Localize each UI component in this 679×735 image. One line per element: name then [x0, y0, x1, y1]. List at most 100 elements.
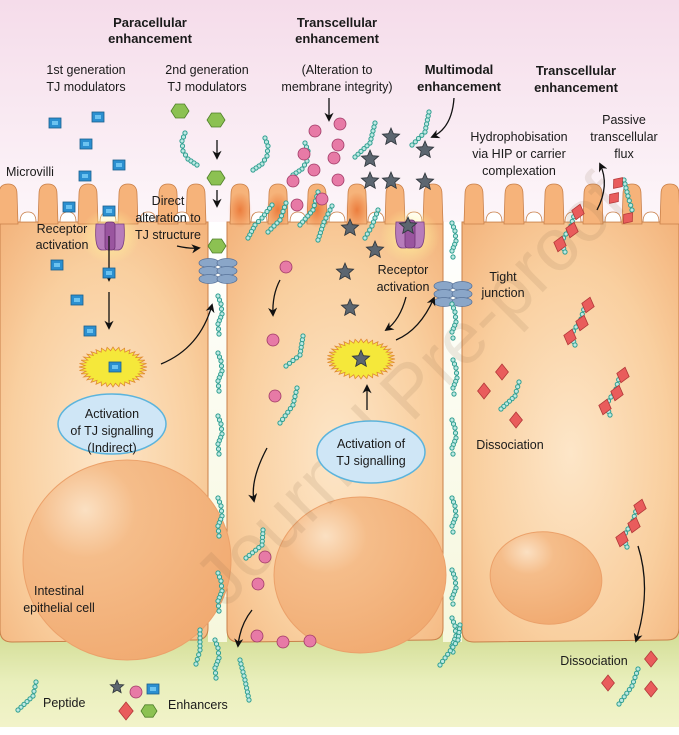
peptide-bead [243, 555, 249, 561]
peptide-bead [259, 215, 265, 221]
microvillus-groove [485, 211, 503, 223]
microvillus [0, 183, 19, 225]
peptide-bead [607, 412, 613, 418]
peptide-bead [447, 648, 453, 654]
peptide-bead [193, 661, 199, 667]
header-transcellular-2: Transcellular enhancement [534, 63, 618, 95]
enhancer-square-highlight [95, 115, 101, 119]
peptide [215, 570, 225, 614]
peptide-bead [621, 694, 627, 700]
peptide-bead [415, 135, 422, 142]
peptide-bead [245, 235, 251, 241]
peptide-bead [291, 398, 297, 404]
peptide-bead [271, 223, 277, 229]
header-text: enhancement [295, 31, 379, 46]
enhancer-square-highlight [106, 271, 112, 275]
legend-peptide-label: Peptide [43, 696, 85, 710]
peptide-bead [269, 202, 275, 208]
peptide-bead [27, 696, 33, 702]
peptide-bead [290, 402, 296, 408]
enhancer-star [340, 297, 360, 317]
peptide-bead [196, 652, 202, 658]
peptide-bead [452, 508, 459, 514]
enhancer-circle [279, 260, 293, 274]
peptide [15, 679, 39, 713]
peptide-bead [277, 217, 283, 223]
label-text: TJ structure [135, 228, 201, 242]
peptide-bead [361, 146, 367, 152]
peptide-bead [218, 508, 225, 514]
peptide-bead [325, 211, 331, 217]
arrow [176, 244, 201, 254]
label-intestinal-cell: Intestinal epithelial cell [23, 584, 95, 615]
peptide-bead [452, 425, 458, 431]
peptide-bead [629, 207, 635, 213]
arrow [234, 609, 253, 648]
nucleus-cell-2 [273, 496, 447, 654]
peptide-bead [274, 220, 280, 226]
peptide-bead [498, 406, 504, 412]
header-text: Transcellular [536, 63, 616, 78]
enhancer-diamond [477, 382, 491, 400]
header-paracellular: Paracellular enhancement [108, 15, 192, 46]
peptide [283, 333, 306, 369]
enhancer-circle [290, 198, 304, 212]
enhancer-circle [258, 550, 272, 564]
peptide [277, 385, 300, 426]
peptide [449, 495, 459, 535]
peptide-bead [412, 139, 418, 145]
peptide-bead [246, 552, 252, 559]
enhancer-circle [297, 147, 311, 161]
peptide-bead [285, 409, 291, 415]
enhancer-diamond [553, 235, 567, 253]
enhancer-star [109, 678, 125, 694]
peptide-bead [31, 688, 37, 694]
enhancer-diamond [598, 398, 612, 416]
enhancer-square-highlight [66, 205, 72, 209]
peptide-bead [218, 503, 224, 509]
peptide [245, 202, 275, 241]
label-text: Hydrophobisation [470, 130, 567, 144]
enhancer-star [351, 348, 371, 368]
enhancer-star [381, 170, 401, 190]
peptide-bead [218, 426, 225, 432]
peptide-bead [450, 529, 456, 535]
enhancer-diamond [616, 366, 630, 384]
header-text: enhancement [534, 80, 618, 95]
peptide [362, 207, 381, 241]
enhancer-circle [129, 685, 143, 699]
peptide-bead [449, 248, 455, 254]
enhancer-star [415, 139, 435, 159]
peptide-bead [24, 699, 30, 705]
peptide-bead [449, 445, 455, 451]
peptide-bead [352, 154, 358, 160]
peptide-bead [268, 226, 274, 232]
peptide [212, 637, 222, 681]
peptide-bead [452, 580, 459, 586]
peptide-bead [451, 391, 457, 397]
peptide-bead [364, 143, 370, 149]
peptide [409, 109, 432, 148]
peptide-bead [286, 360, 293, 366]
label-direct-alteration: Direct alteration to TJ structure [135, 194, 201, 242]
enhancer-square-highlight [150, 687, 156, 691]
peptide [352, 120, 378, 160]
enhancer-star [335, 261, 355, 281]
enhancer-circle [268, 389, 282, 403]
arrow [384, 296, 407, 332]
peptide-bead [453, 365, 459, 371]
peptide-bead [562, 249, 568, 255]
peptide-bead [218, 301, 224, 307]
peptide-bead [619, 697, 625, 704]
enhancer-star [360, 170, 380, 190]
peptide-bead [246, 697, 252, 703]
peptide-bead [216, 608, 222, 614]
peptide-bead [450, 335, 456, 341]
peptide-bead [218, 421, 224, 427]
microvillus-highlight [345, 192, 369, 228]
enhancer-star [398, 215, 418, 235]
arrow [160, 303, 215, 365]
label-text: transcellular [590, 130, 657, 144]
paracellular-gap-right [443, 222, 462, 642]
peptide-bead [452, 233, 459, 239]
